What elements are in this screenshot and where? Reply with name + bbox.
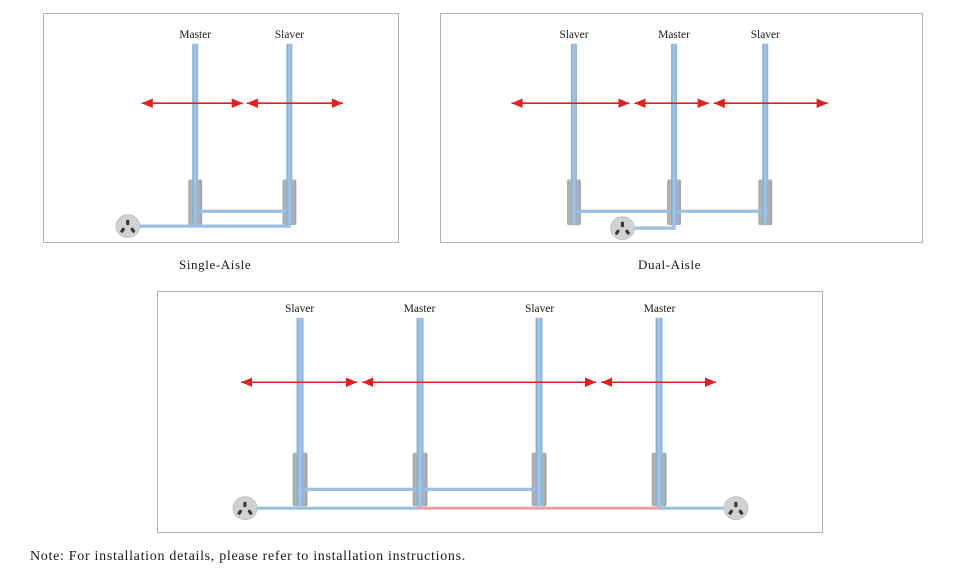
unit-label: Master	[658, 29, 690, 41]
power-socket-icon	[115, 214, 141, 239]
rail-slaver	[762, 43, 769, 226]
single-aisle-svg: Master Slaver	[115, 29, 343, 239]
unit-label: Slaver	[275, 29, 304, 41]
diagram-panel-single-aisle: Master Slaver	[43, 13, 399, 243]
unit-label: Slaver	[285, 303, 314, 315]
rail-master	[655, 317, 663, 507]
unit-label: Master	[179, 29, 211, 41]
caption-dual-aisle: Dual-Aisle	[638, 257, 702, 272]
power-socket-icon	[232, 496, 258, 521]
power-socket-icon	[610, 216, 635, 241]
dual-aisle-svg: Slaver Master Slaver	[511, 29, 828, 241]
rail-slaver	[570, 43, 577, 226]
unit-label: Slaver	[525, 303, 554, 315]
multi-aisle-svg: Slaver Master Slaver Master	[232, 303, 749, 521]
rail-slaver	[535, 317, 543, 507]
caption-single-aisle: Single-Aisle	[179, 257, 252, 272]
diagram-panel-multi-aisle: Slaver Master Slaver Master	[157, 291, 823, 533]
power-socket-icon	[723, 496, 749, 521]
diagram-panel-dual-aisle: Slaver Master Slaver	[440, 13, 923, 243]
rail-slaver	[296, 317, 304, 507]
unit-label: Master	[404, 303, 436, 315]
wire-blue	[135, 211, 291, 228]
installation-note: Note: For installation details, please r…	[30, 549, 466, 564]
rail-master	[416, 317, 424, 507]
unit-label: Master	[644, 303, 676, 315]
rail-slaver	[286, 43, 293, 226]
rail-master	[192, 43, 199, 226]
rail-master	[671, 43, 678, 226]
unit-label: Slaver	[559, 29, 588, 41]
unit-label: Slaver	[751, 29, 780, 41]
